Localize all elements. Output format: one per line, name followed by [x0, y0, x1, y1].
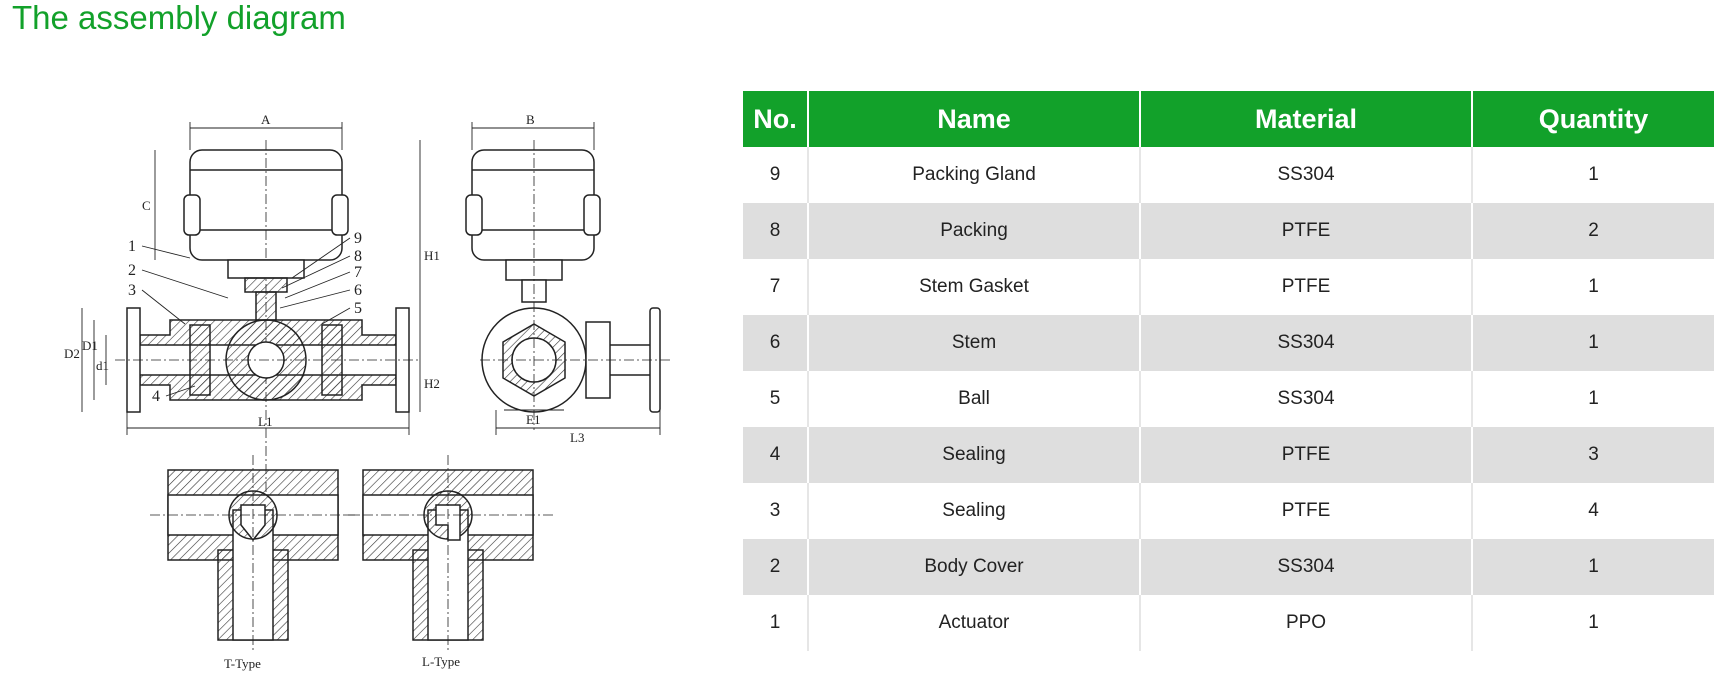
table-row: 5 Ball SS304 1 [743, 371, 1714, 427]
front-view [115, 140, 420, 540]
dim-label-d1-upper: D1 [82, 338, 98, 353]
header-no: No. [743, 91, 809, 147]
table-row: 6 Stem SS304 1 [743, 315, 1714, 371]
table-row: 3 Sealing PTFE 4 [743, 483, 1714, 539]
page-title: The assembly diagram [12, 0, 346, 36]
header-material: Material [1140, 91, 1473, 147]
cell-material: PTFE [1140, 259, 1473, 315]
cell-name: Stem Gasket [808, 259, 1141, 315]
dim-label-h2: H2 [424, 376, 440, 391]
cell-name: Sealing [808, 427, 1141, 483]
callout-7: 7 [354, 264, 362, 281]
callout-5: 5 [354, 300, 362, 317]
dim-label-h1: H1 [424, 248, 440, 263]
cell-material: SS304 [1140, 539, 1473, 595]
cell-name: Sealing [808, 483, 1141, 539]
dim-label-l1: L1 [258, 414, 272, 429]
cell-no: 3 [743, 483, 809, 539]
table-row: 2 Body Cover SS304 1 [743, 539, 1714, 595]
cell-name: Ball [808, 371, 1141, 427]
l-type-label: L-Type [422, 654, 460, 669]
cell-quantity: 1 [1472, 315, 1714, 371]
table-row: 9 Packing Gland SS304 1 [743, 147, 1714, 203]
cell-no: 7 [743, 259, 809, 315]
callout-8: 8 [354, 248, 362, 265]
cell-name: Body Cover [808, 539, 1141, 595]
cell-quantity: 1 [1472, 539, 1714, 595]
callout-1: 1 [128, 238, 136, 255]
dim-label-d2: D2 [64, 346, 80, 361]
cell-material: PTFE [1140, 427, 1473, 483]
cell-name: Packing Gland [808, 147, 1141, 203]
cell-name: Actuator [808, 595, 1141, 651]
front-dimensions [81, 122, 421, 435]
t-type-label: T-Type [224, 656, 261, 671]
cell-no: 4 [743, 427, 809, 483]
cell-quantity: 1 [1472, 371, 1714, 427]
cell-quantity: 1 [1472, 259, 1714, 315]
cell-quantity: 4 [1472, 483, 1714, 539]
dim-label-c: C [142, 198, 151, 213]
header-quantity: Quantity [1472, 91, 1714, 147]
table-header-row: No. Name Material Quantity [743, 91, 1714, 147]
table-row: 4 Sealing PTFE 3 [743, 427, 1714, 483]
dim-label-a: A [261, 112, 271, 127]
dim-label-l3: L3 [570, 430, 584, 445]
callout-2: 2 [128, 262, 136, 279]
assembly-diagram-svg: A C L1 D2 D1 d1 H1 H2 1 2 3 4 5 6 7 8 9 [64, 112, 670, 671]
callout-leaders [141, 237, 351, 397]
cell-quantity: 2 [1472, 203, 1714, 259]
dim-label-d1-lower: d1 [96, 358, 109, 373]
cell-material: SS304 [1140, 371, 1473, 427]
callout-9: 9 [354, 230, 362, 247]
table-row: 1 Actuator PPO 1 [743, 595, 1714, 651]
header-name: Name [808, 91, 1141, 147]
cell-no: 9 [743, 147, 809, 203]
cell-material: SS304 [1140, 147, 1473, 203]
side-dimensions [471, 122, 661, 435]
cell-no: 2 [743, 539, 809, 595]
cell-material: PTFE [1140, 203, 1473, 259]
cell-quantity: 3 [1472, 427, 1714, 483]
dim-label-b: B [526, 112, 535, 127]
cell-name: Stem [808, 315, 1141, 371]
cell-quantity: 1 [1472, 147, 1714, 203]
table-row: 8 Packing PTFE 2 [743, 203, 1714, 259]
cell-material: SS304 [1140, 315, 1473, 371]
cell-quantity: 1 [1472, 595, 1714, 651]
side-view [465, 140, 670, 430]
cell-material: PTFE [1140, 483, 1473, 539]
cell-name: Packing [808, 203, 1141, 259]
t-type-section [150, 455, 360, 650]
callout-4: 4 [152, 388, 160, 405]
table-row: 7 Stem Gasket PTFE 1 [743, 259, 1714, 315]
cell-material: PPO [1140, 595, 1473, 651]
dim-label-e1: E1 [526, 412, 540, 427]
assembly-diagram: A C L1 D2 D1 d1 H1 H2 1 2 3 4 5 6 7 8 9 [60, 110, 700, 690]
l-type-section [345, 455, 555, 650]
callout-3: 3 [128, 282, 136, 299]
parts-table: No. Name Material Quantity 9 Packing Gla… [743, 91, 1714, 651]
cell-no: 1 [743, 595, 809, 651]
callout-6: 6 [354, 282, 362, 299]
cell-no: 8 [743, 203, 809, 259]
cell-no: 6 [743, 315, 809, 371]
cell-no: 5 [743, 371, 809, 427]
